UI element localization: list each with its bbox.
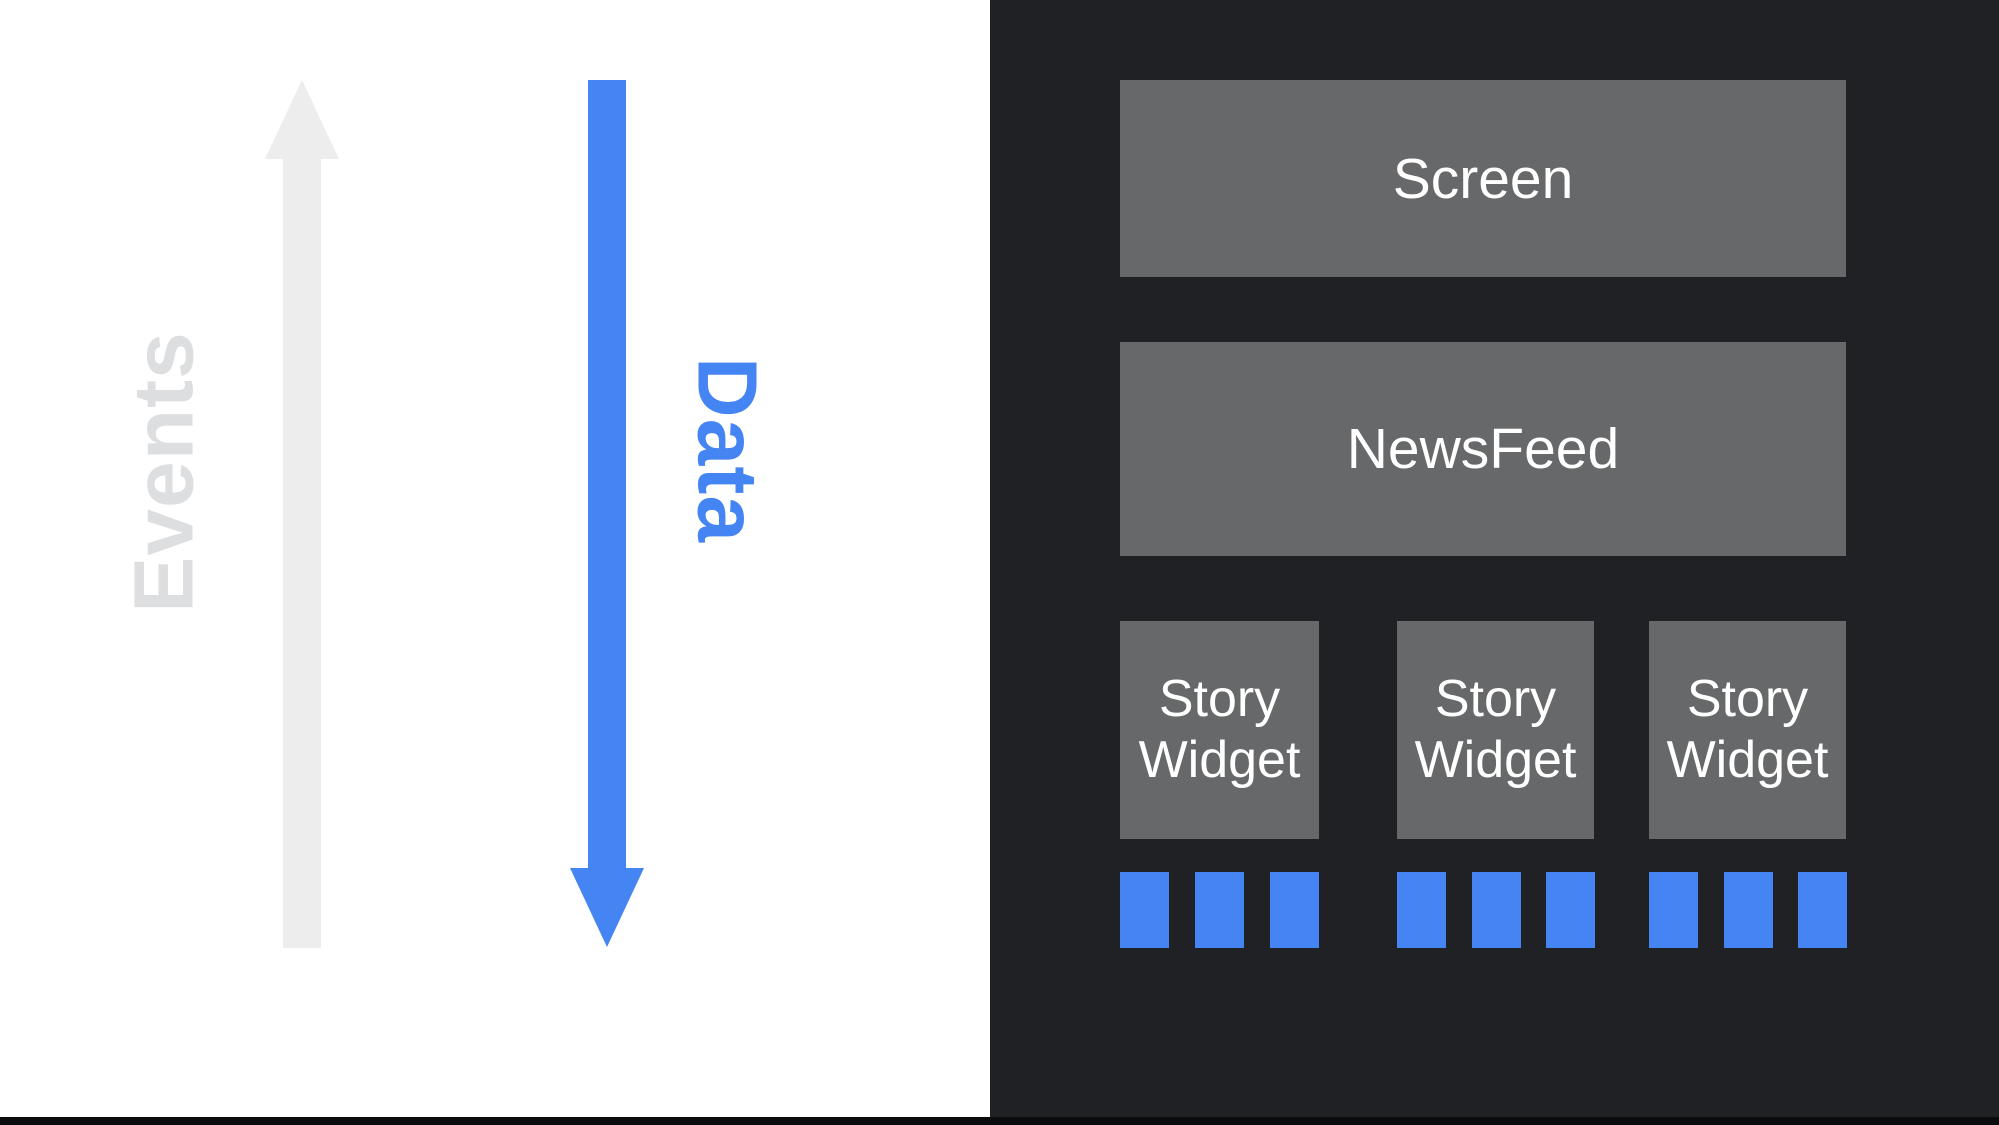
events-arrow-shaft bbox=[283, 158, 321, 948]
story-widget-label: Story Widget bbox=[1414, 669, 1577, 789]
story-item-blocks-row bbox=[1649, 872, 1847, 948]
story-item-block bbox=[1270, 872, 1319, 948]
story-item-block bbox=[1723, 872, 1773, 948]
data-label: Data bbox=[680, 356, 775, 544]
story-widget-label: Story Widget bbox=[1666, 669, 1829, 789]
story-widget-label: Story Widget bbox=[1138, 669, 1301, 789]
slide-bottom-edge bbox=[0, 1117, 1999, 1125]
story-widget-box: Story Widget bbox=[1649, 621, 1846, 839]
story-item-block bbox=[1397, 872, 1446, 948]
data-arrow-shaft bbox=[588, 80, 626, 869]
story-widget-box: Story Widget bbox=[1397, 621, 1594, 839]
story-widget-box: Story Widget bbox=[1120, 621, 1319, 839]
story-item-block bbox=[1649, 872, 1698, 948]
newsfeed-box: NewsFeed bbox=[1120, 342, 1846, 556]
data-arrowhead-down-icon bbox=[570, 868, 644, 947]
widget-tree-panel: Screen NewsFeed Story Widget Story Widge… bbox=[990, 0, 1999, 1125]
story-item-block bbox=[1546, 872, 1595, 948]
events-label: Events bbox=[116, 331, 211, 613]
events-arrowhead-up-icon bbox=[265, 80, 339, 159]
story-item-blocks-row bbox=[1397, 872, 1595, 948]
screen-box: Screen bbox=[1120, 80, 1846, 277]
story-item-block bbox=[1798, 872, 1847, 948]
story-item-block bbox=[1195, 872, 1244, 948]
screen-box-label: Screen bbox=[1392, 146, 1574, 211]
story-item-blocks-row bbox=[1120, 872, 1319, 948]
newsfeed-box-label: NewsFeed bbox=[1346, 417, 1620, 481]
story-item-block bbox=[1120, 872, 1169, 948]
story-item-block bbox=[1471, 872, 1521, 948]
